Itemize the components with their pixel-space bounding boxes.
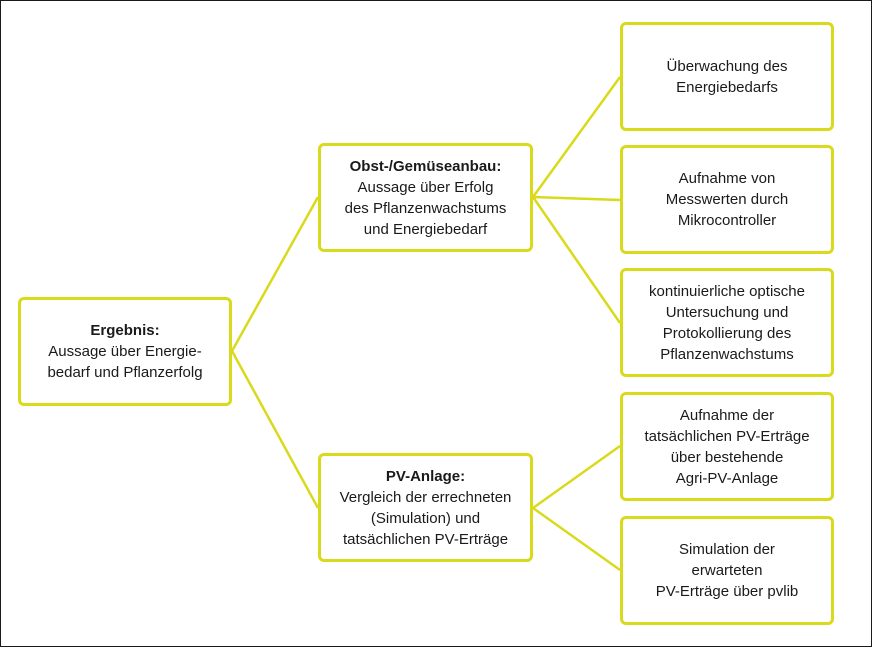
connector-pv-leaf4 [532,444,621,510]
node-ueberwachung-energiebedarf: Überwachung des Energiebedarfs [620,22,834,131]
node-pv-ertraege-aufnahme: Aufnahme der tatsächlichen PV-Erträge üb… [620,392,834,501]
node-ueberwachung-energiebedarf-text: Überwachung des Energiebedarfs [666,57,788,96]
connector-obst-leaf2 [532,195,621,202]
node-pv-anlage-text: Vergleich der errechneten (Simulation) u… [339,488,512,548]
node-obst-gemueseanbau-text: Aussage über Erfolg des Pflanzenwachstum… [344,178,507,238]
connector-obst-leaf1 [531,76,622,198]
node-messwerte-mikrocontroller-text: Aufnahme von Messwerten durch Mikrocontr… [665,170,789,229]
node-pv-simulation: Simulation der erwarteten PV-Erträge übe… [620,516,834,625]
node-optische-untersuchung-text: kontinuierliche optische Untersuchung un… [649,282,805,363]
connector-obst-leaf3 [531,196,622,324]
node-obst-gemueseanbau-title: Obst-/Gemüseanbau: [349,157,502,175]
node-ergebnis-title: Ergebnis: [90,322,160,339]
connector-root-pv [230,350,320,509]
connector-root-obst [230,196,320,352]
node-obst-gemueseanbau: Obst-/Gemüseanbau: Aussage über Erfolg d… [318,143,533,252]
connector-pv-leaf5 [532,506,621,572]
node-ergebnis-text: Aussage über Energie- bedarf und Pflanze… [47,343,203,381]
node-ergebnis: Ergebnis: Aussage über Energie- bedarf u… [18,297,232,406]
node-optische-untersuchung: kontinuierliche optische Untersuchung un… [620,268,834,377]
node-pv-simulation-text: Simulation der erwarteten PV-Erträge übe… [655,541,799,600]
node-messwerte-mikrocontroller: Aufnahme von Messwerten durch Mikrocontr… [620,145,834,254]
node-pv-anlage-title: PV-Anlage: [385,467,466,485]
node-pv-anlage: PV-Anlage: Vergleich der errechneten (Si… [318,453,533,562]
node-pv-ertraege-aufnahme-text: Aufnahme der tatsächlichen PV-Erträge üb… [644,406,810,487]
